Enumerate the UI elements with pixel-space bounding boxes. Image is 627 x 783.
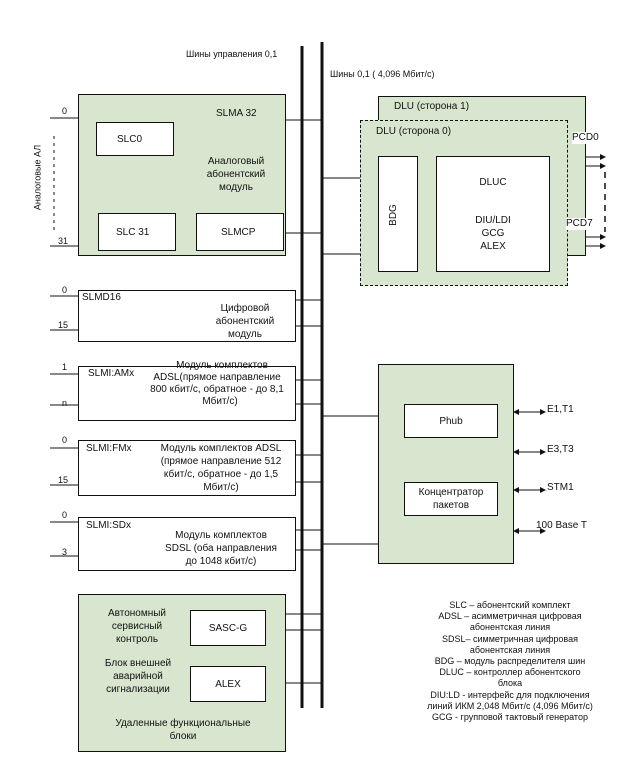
slc0-label: SLC0 <box>117 134 143 145</box>
port-e1-t1: E1,T1 <box>547 404 574 415</box>
dluc-box: DLUC DIU/LDI GCG ALEX <box>436 156 550 272</box>
legend-line: SDSL– симметричная цифровая <box>442 633 578 644</box>
slmd-index-bottom: 15 <box>58 320 69 330</box>
legend-line: BDG – модуль распределителя шин <box>434 656 586 667</box>
slmi-am-desc-1: Модуль комплектов <box>176 360 268 371</box>
legend-line: линий ИКМ 2,048 Мбит/с (4,096 Мбит/с) <box>427 700 593 711</box>
port-e3-t3: E3,T3 <box>547 444 574 455</box>
legend-line: SLC – абонентский комплект <box>449 600 571 610</box>
remote-footer-2: блоки <box>169 731 197 742</box>
slmi-am-module <box>78 366 296 421</box>
legend-line: ADSL – асимметричная цифровая <box>438 611 582 622</box>
slmi-fm-index-top: 0 <box>62 435 68 445</box>
legend: SLC – абонентский комплект ADSL – асимме… <box>404 600 616 723</box>
slmi-sd-index-top: 0 <box>62 510 68 520</box>
slmi-sd-module <box>78 517 296 571</box>
slmi-am-desc-3: 800 кбит/с, обратное - до 8,1 <box>150 384 284 395</box>
phub-box: Phub <box>404 404 498 438</box>
dlu-side1-label: DLU (сторона 1) <box>394 101 470 112</box>
diu-ldi-label: DIU/LDI <box>475 215 511 226</box>
remote-footer-1: Удаленные функциональные <box>115 718 251 729</box>
slma-desc-3: модуль <box>219 182 253 193</box>
slma-desc-1: Аналоговый <box>207 156 265 167</box>
slma-index-bottom: 31 <box>58 236 69 246</box>
slmi-fm-desc-4: Мбит/с) <box>203 482 239 493</box>
control-bus-label: Шины управления 0,1 <box>186 49 278 59</box>
legend-line: абонентская линия <box>469 644 551 655</box>
data-bus-label: Шины 0,1 ( 4,096 Мбит/с) <box>330 69 435 79</box>
slmi-am-index-top: 1 <box>62 362 68 372</box>
bdg-label: BDG <box>387 204 399 226</box>
pcd7-label: PCD7 <box>566 218 593 230</box>
slmi-fm-title: SLMI:FMx <box>86 443 132 454</box>
slmd-desc-3: модуль <box>228 329 262 340</box>
slmi-sd-desc-2: SDSL (оба направления <box>165 543 277 554</box>
pcd0-label: PCD0 <box>572 132 599 144</box>
slmcp-box: SLMCP <box>196 213 284 251</box>
auto-label-3: контроль <box>115 634 159 645</box>
gcg-label: GCG <box>481 228 505 239</box>
slmi-am-index-bottom: n <box>62 398 68 408</box>
slmi-am-desc-4: Мбит/с) <box>202 396 238 407</box>
slmi-sd-index-bottom: 3 <box>62 547 68 557</box>
phub-module <box>378 364 514 564</box>
slmi-sd-title: SLMI:SDx <box>86 520 132 531</box>
port-stm1: STM1 <box>547 482 574 493</box>
slmi-sd-desc-1: Модуль комплектов <box>175 530 267 541</box>
slmd-index-top: 0 <box>62 285 68 295</box>
alex-box: ALEX <box>190 666 266 702</box>
sasc-g-label: SASC-G <box>208 623 248 634</box>
concentrator-label-2: пакетов <box>432 500 470 511</box>
slc0-box: SLC0 <box>96 122 174 156</box>
alex-remote-label: ALEX <box>215 679 241 690</box>
slma-index-top: 0 <box>62 106 68 116</box>
slmi-sd-desc-3: до 1048 кбит/с) <box>185 556 257 567</box>
slma-desc-2: абонентский <box>206 169 266 180</box>
legend-line: блока <box>497 678 523 689</box>
slmi-fm-module <box>78 440 296 496</box>
bdg-box: BDG <box>378 156 418 272</box>
alex-label: ALEX <box>480 241 506 252</box>
slmd-module <box>78 290 296 342</box>
slmi-fm-desc-2: (прямое направление 512 <box>160 456 282 467</box>
analog-lines-label: Аналоговые АЛ <box>32 144 43 211</box>
slmi-fm-desc-3: кбит/с, обратное - до 1,5 <box>163 469 279 480</box>
concentrator-label-1: Концентратор <box>418 487 484 498</box>
port-100base-t: 100 Base T <box>536 520 587 531</box>
alarm-label-3: сигнализации <box>106 684 170 695</box>
slc31-label: SLC 31 <box>116 227 150 238</box>
slmcp-label: SLMCP <box>221 227 256 238</box>
slmd-title: SLMD16 <box>82 292 121 303</box>
legend-line: DLUC – контроллер абонентского <box>439 667 581 678</box>
legend-line: DIU:LD - интерфейс для подключения <box>430 689 590 700</box>
legend-line: GCG - групповой тактовый генератор <box>432 712 588 723</box>
concentrator-box: Концентратор пакетов <box>404 482 498 516</box>
slmi-fm-index-bottom: 15 <box>58 475 69 485</box>
slmd-desc-1: Цифровой <box>220 303 270 314</box>
legend-line: абонентская линия <box>469 622 551 633</box>
slmi-fm-desc-1: Модуль комплектов ADSL <box>160 443 282 454</box>
phub-label: Phub <box>439 416 463 427</box>
dluc-label: DLUC <box>479 177 507 188</box>
auto-label-2: сервисный <box>111 621 163 632</box>
alarm-label-2: аварийной <box>113 671 163 682</box>
slmi-am-desc-2: ADSL(прямое направление <box>153 372 281 383</box>
slc31-box: SLC 31 <box>98 213 176 251</box>
alarm-label-1: Блок внешней <box>104 658 172 669</box>
slmd-desc-2: абонентский <box>215 316 275 327</box>
auto-label-1: Автономный <box>107 608 167 619</box>
slma-title: SLMA 32 <box>216 108 257 119</box>
sasc-g-box: SASC-G <box>190 610 266 646</box>
dlu-side0-label: DLU (сторона 0) <box>376 126 452 137</box>
slmi-am-title: SLMI:AMx <box>88 368 135 379</box>
